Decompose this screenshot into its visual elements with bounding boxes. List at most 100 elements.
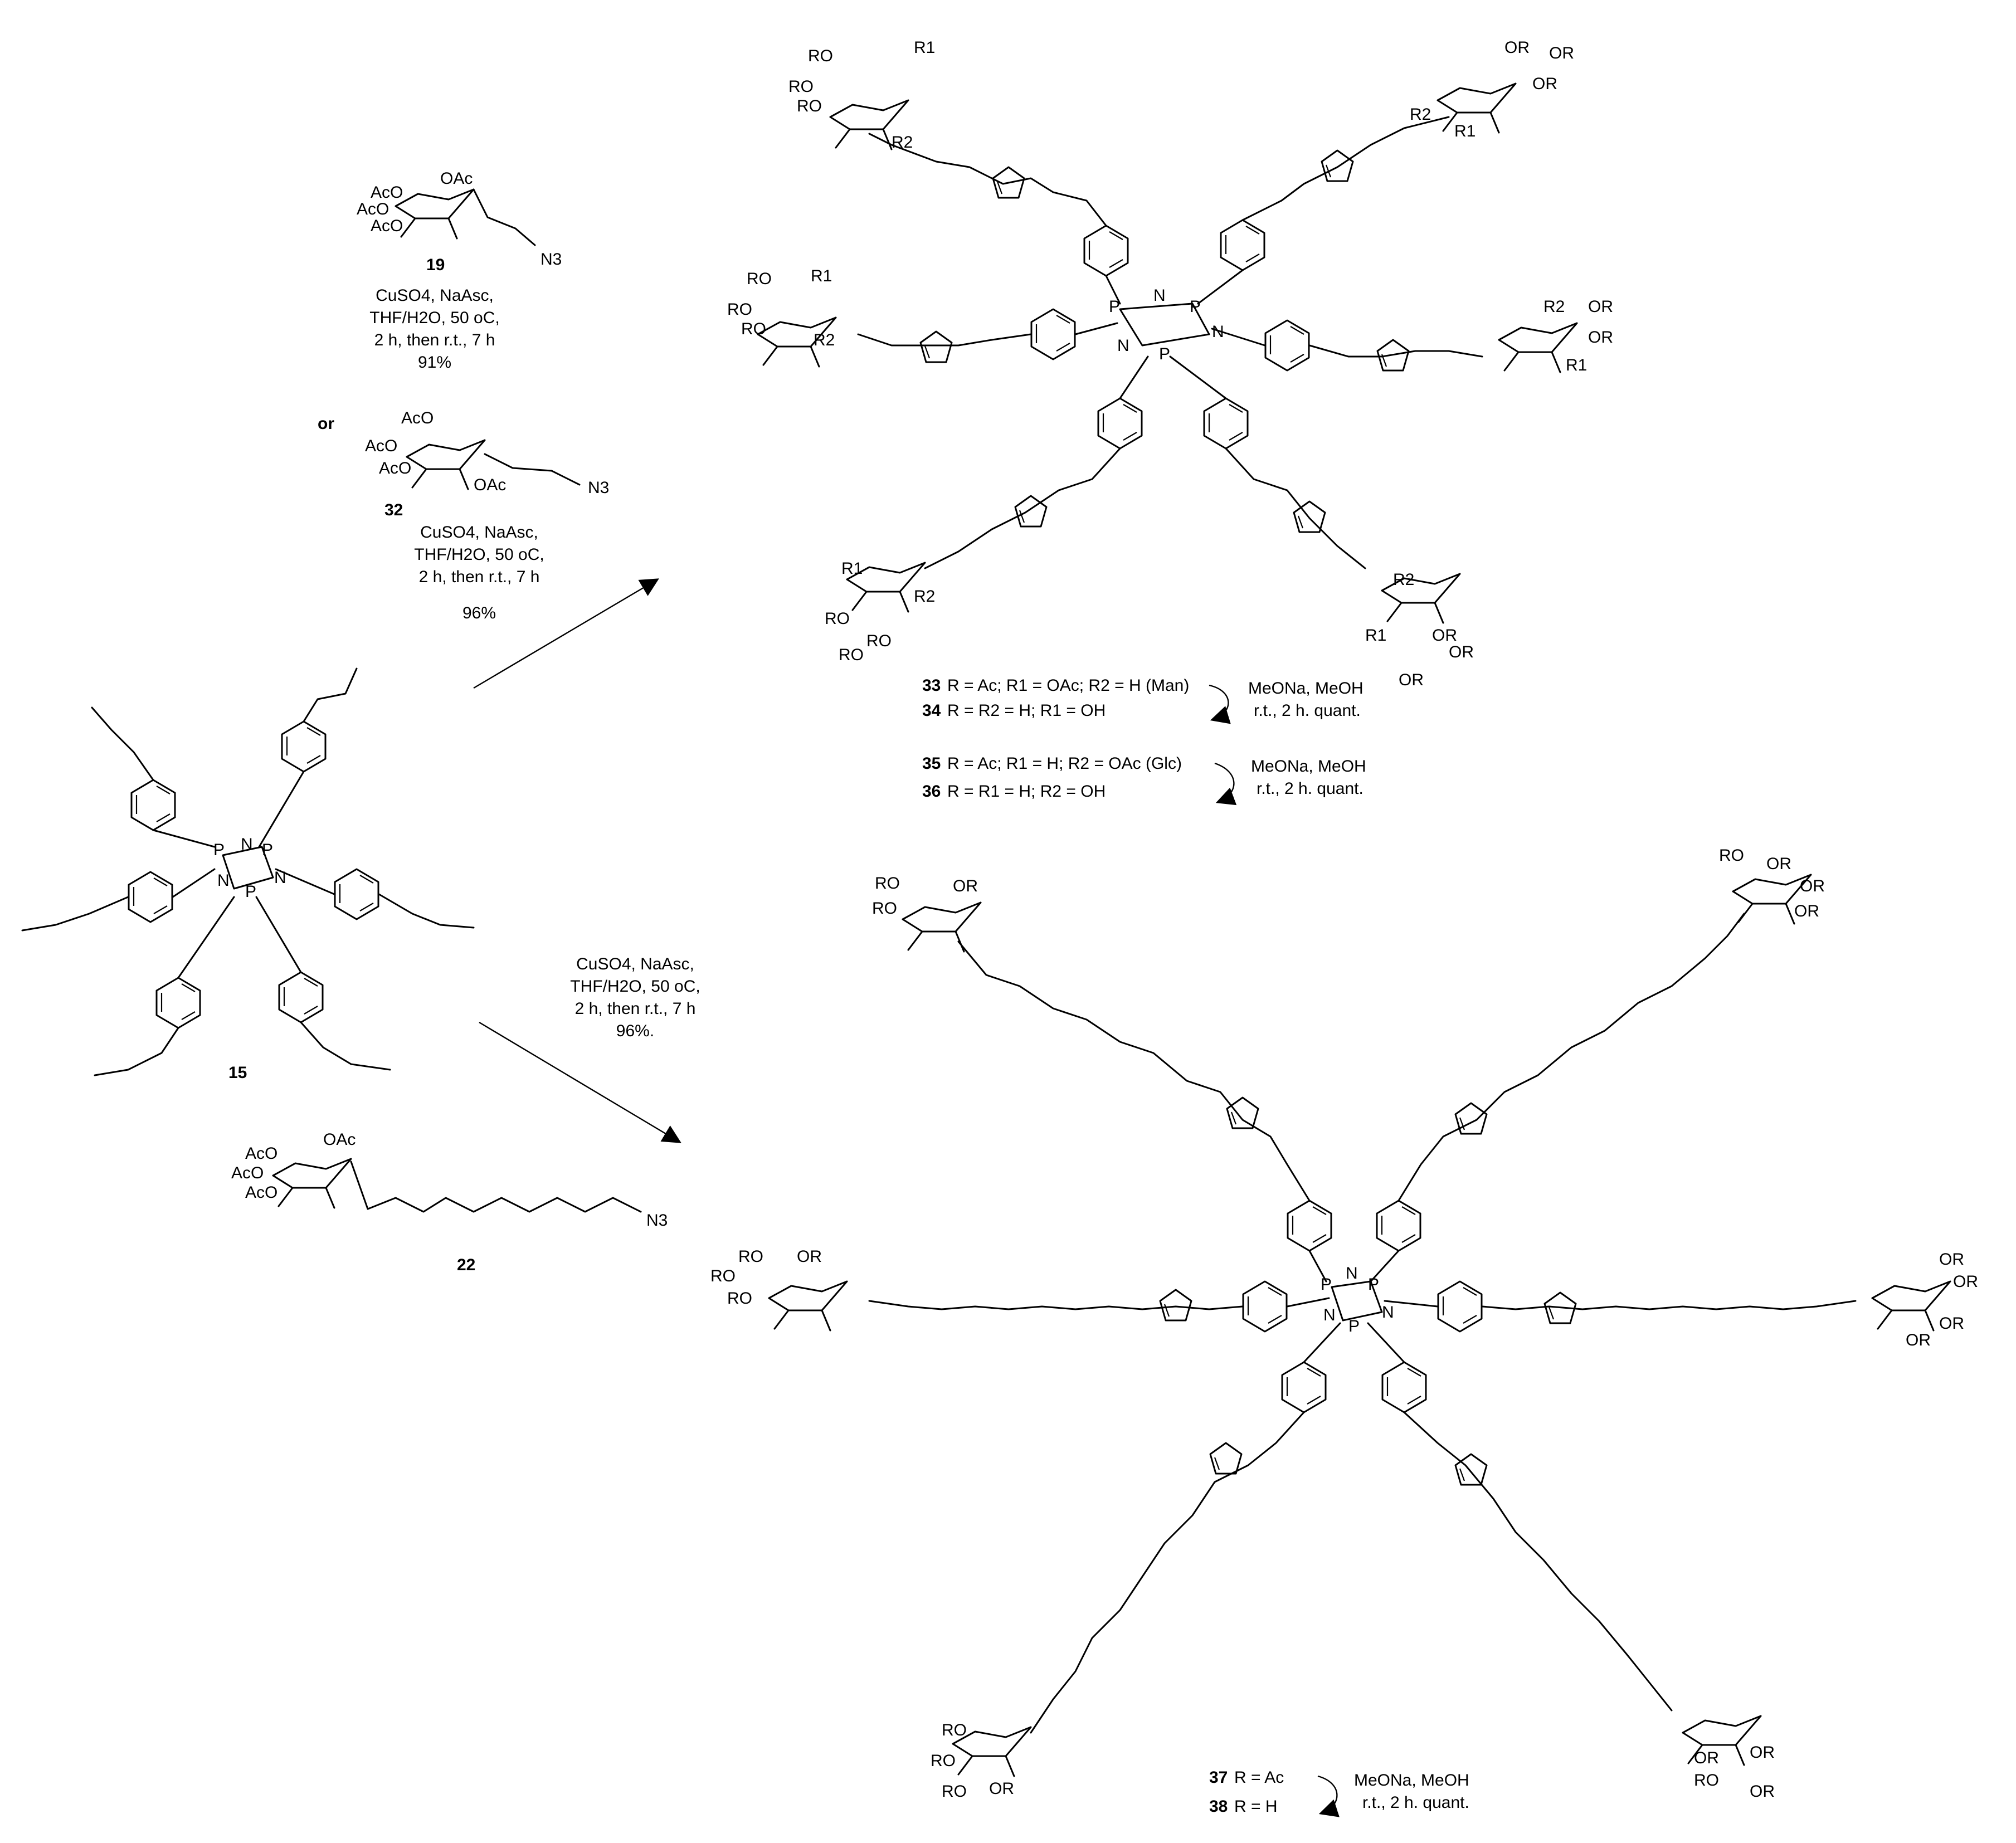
- svg-text:OR: OR: [989, 1779, 1014, 1798]
- svg-text:R = R2 = H; R1 = OH: R = R2 = H; R1 = OH: [947, 701, 1106, 720]
- r19-oac-top: OAc: [440, 169, 473, 188]
- svg-text:37: 37: [1209, 1768, 1228, 1787]
- svg-text:AcO: AcO: [245, 1183, 277, 1202]
- legend-37-38: 37 R = Ac 38 R = H MeONa, MeOH r.t., 2 h…: [1209, 1768, 1469, 1817]
- core-P2: P: [262, 841, 273, 859]
- svg-text:RO: RO: [872, 899, 897, 918]
- svg-text:OR: OR: [1588, 328, 1613, 347]
- svg-text:OAc: OAc: [323, 1130, 356, 1149]
- core-N1: N: [241, 835, 253, 854]
- svg-text:MeONa, MeOH: MeONa, MeOH: [1354, 1771, 1469, 1790]
- svg-text:R2: R2: [914, 587, 935, 606]
- svg-text:R1: R1: [1454, 122, 1476, 140]
- conditions-22: CuSO4, NaAsc, THF/H2O, 50 oC, 2 h, then …: [570, 955, 700, 1040]
- svg-text:AcO: AcO: [379, 459, 411, 477]
- svg-text:OR: OR: [1794, 902, 1819, 920]
- svg-text:AcO: AcO: [365, 437, 397, 455]
- svg-text:N: N: [1153, 286, 1166, 305]
- svg-text:AcO: AcO: [231, 1164, 264, 1182]
- svg-text:R = H: R = H: [1234, 1797, 1278, 1816]
- svg-text:R1: R1: [914, 38, 935, 57]
- svg-text:2 h, then r.t., 7 h: 2 h, then r.t., 7 h: [419, 568, 540, 586]
- svg-text:N: N: [1323, 1306, 1336, 1324]
- reaction-arrow-top: [473, 578, 659, 689]
- r19-aco-2: AcO: [357, 200, 389, 218]
- compound-15-number: 15: [228, 1064, 247, 1082]
- svg-text:RO: RO: [727, 1289, 752, 1308]
- svg-text:OR: OR: [797, 1247, 822, 1266]
- svg-text:34: 34: [922, 701, 941, 720]
- svg-text:CuSO4, NaAsc,: CuSO4, NaAsc,: [376, 286, 494, 305]
- svg-text:96%: 96%: [462, 604, 496, 622]
- svg-text:P: P: [1321, 1275, 1332, 1294]
- svg-text:33: 33: [922, 676, 941, 695]
- svg-text:OR: OR: [1906, 1331, 1931, 1349]
- svg-text:RO: RO: [797, 97, 822, 115]
- core-P1: P: [213, 841, 225, 859]
- svg-text:OR: OR: [1504, 38, 1530, 57]
- svg-text:RO: RO: [710, 1267, 736, 1285]
- svg-text:2 h, then r.t., 7 h: 2 h, then r.t., 7 h: [374, 331, 495, 349]
- svg-text:P: P: [1348, 1317, 1360, 1335]
- svg-text:RO: RO: [875, 874, 900, 893]
- svg-text:RO: RO: [1694, 1771, 1719, 1790]
- reagent-19: OAc AcO AcO AcO N3 19: [357, 169, 562, 274]
- svg-text:N: N: [1382, 1303, 1394, 1322]
- svg-text:R2: R2: [892, 133, 913, 152]
- or-label: or: [318, 415, 334, 433]
- reagent-32: AcO AcO AcO OAc N3 32: [365, 409, 609, 519]
- svg-text:OR: OR: [1939, 1250, 1964, 1269]
- r19-aco-1: AcO: [371, 183, 403, 202]
- svg-text:OR: OR: [1549, 44, 1574, 62]
- svg-text:AcO: AcO: [245, 1144, 277, 1163]
- svg-text:R1: R1: [1365, 626, 1386, 645]
- svg-text:OAc: OAc: [474, 476, 506, 494]
- svg-text:RO: RO: [942, 1782, 967, 1801]
- svg-text:2 h, then r.t., 7 h: 2 h, then r.t., 7 h: [575, 999, 696, 1018]
- svg-text:RO: RO: [931, 1752, 956, 1770]
- reaction-arrow-bottom: [479, 1021, 681, 1143]
- svg-text:RO: RO: [1719, 846, 1744, 865]
- svg-text:OR: OR: [1800, 877, 1825, 895]
- svg-text:r.t., 2 h. quant.: r.t., 2 h. quant.: [1362, 1793, 1469, 1812]
- svg-text:RO: RO: [825, 610, 850, 628]
- svg-text:32: 32: [384, 501, 403, 519]
- svg-text:RO: RO: [866, 632, 892, 650]
- svg-text:R2: R2: [814, 331, 835, 349]
- product-37-38: P N P N P N RO OR RO RO O: [710, 846, 1978, 1801]
- svg-text:OR: OR: [1432, 626, 1457, 645]
- svg-text:RO: RO: [727, 300, 752, 319]
- svg-text:P: P: [1109, 298, 1120, 316]
- svg-text:MeONa, MeOH: MeONa, MeOH: [1251, 757, 1366, 776]
- svg-text:N: N: [1117, 337, 1129, 355]
- r19-n3: N3: [540, 250, 562, 269]
- svg-text:R = Ac: R = Ac: [1234, 1768, 1284, 1787]
- svg-text:CuSO4, NaAsc,: CuSO4, NaAsc,: [420, 523, 538, 542]
- svg-text:P: P: [1159, 345, 1170, 363]
- svg-text:RO: RO: [738, 1247, 763, 1266]
- legend-33-36: 33 R = Ac; R1 = OAc; R2 = H (Man) 34 R =…: [922, 676, 1366, 806]
- svg-text:OR: OR: [1694, 1749, 1719, 1767]
- svg-text:N: N: [1212, 323, 1224, 341]
- svg-text:r.t., 2 h. quant.: r.t., 2 h. quant.: [1254, 701, 1361, 720]
- compound-15: P N P N P N 15: [21, 667, 475, 1082]
- r19-aco-3: AcO: [371, 217, 403, 235]
- svg-text:N3: N3: [588, 479, 609, 497]
- svg-text:OR: OR: [1399, 671, 1424, 689]
- svg-text:R1: R1: [841, 559, 863, 578]
- svg-text:OR: OR: [1766, 855, 1791, 873]
- svg-text:38: 38: [1209, 1797, 1228, 1816]
- svg-text:96%.: 96%.: [616, 1022, 654, 1040]
- svg-text:RO: RO: [942, 1721, 967, 1739]
- svg-text:R1: R1: [811, 267, 832, 285]
- svg-text:P: P: [1190, 298, 1201, 316]
- reagent-22: OAc AcO AcO AcO N3 22: [231, 1130, 668, 1274]
- svg-text:OR: OR: [1939, 1314, 1964, 1333]
- conditions-32: CuSO4, NaAsc, THF/H2O, 50 oC, 2 h, then …: [414, 523, 544, 622]
- svg-text:91%: 91%: [418, 353, 451, 372]
- svg-text:OR: OR: [1588, 298, 1613, 316]
- conditions-19: CuSO4, NaAsc, THF/H2O, 50 oC, 2 h, then …: [369, 286, 499, 372]
- core-N3: N: [217, 871, 230, 890]
- svg-text:R = Ac; R1 = H; R2 = OAc (Glc): R = Ac; R1 = H; R2 = OAc (Glc): [947, 754, 1182, 773]
